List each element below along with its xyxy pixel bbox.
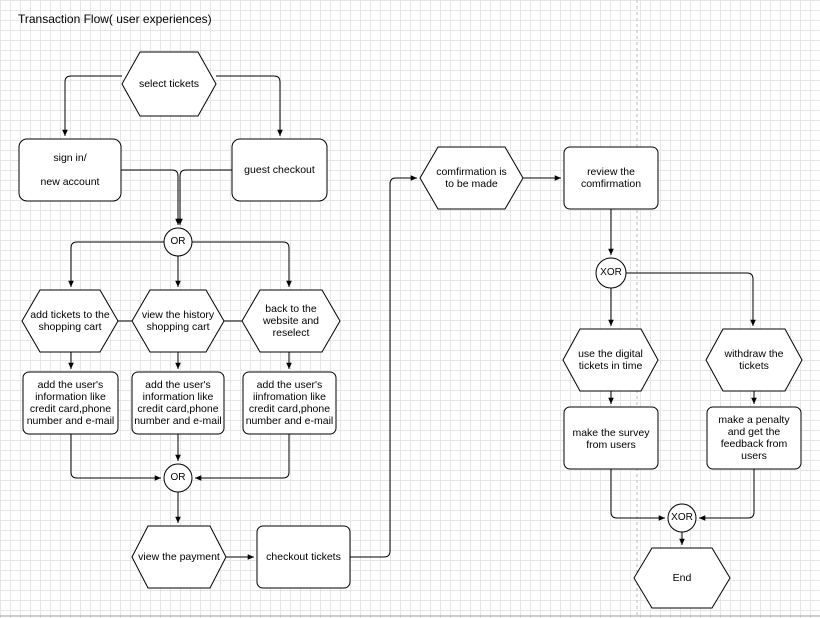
sign-in-node[interactable]: sign in/ new account bbox=[19, 139, 121, 201]
withdraw-label: withdraw the tickets bbox=[724, 347, 784, 372]
arrow-penalty-to-xor2 bbox=[699, 469, 755, 521]
arrow-info1-to-or2 bbox=[70, 434, 161, 481]
user-info-node-3[interactable]: add the user's iinfromation like credit … bbox=[243, 372, 336, 434]
arrow-or-to-back bbox=[192, 241, 292, 287]
end-label: End bbox=[672, 571, 692, 584]
review-node[interactable]: review the comfirmation bbox=[564, 147, 658, 209]
arrow-or-to-add-tickets bbox=[68, 241, 164, 287]
review-label: review the comfirmation bbox=[580, 165, 642, 190]
view-payment-label: view the payment bbox=[138, 550, 220, 563]
use-digital-node[interactable]: use the digital tickets in time bbox=[563, 329, 658, 391]
select-tickets-label: select tickets bbox=[138, 77, 200, 90]
diagram-title: Transaction Flow( user experiences) bbox=[18, 12, 212, 26]
guest-checkout-node[interactable]: guest checkout bbox=[232, 139, 327, 201]
survey-label: make the survey from users bbox=[572, 427, 650, 452]
arrow-xor1-to-withdraw bbox=[626, 272, 756, 326]
arrow-select-to-signin bbox=[62, 75, 122, 136]
xor-2-label: XOR bbox=[671, 512, 693, 524]
arrow-info3-to-or2 bbox=[195, 434, 290, 481]
view-payment-node[interactable]: view the payment bbox=[132, 526, 226, 588]
user-info-node-2[interactable]: add the user's information like credit c… bbox=[132, 372, 224, 434]
add-tickets-label: add tickets to the shopping cart bbox=[30, 308, 110, 333]
arrow-survey-to-xor2 bbox=[610, 469, 665, 521]
arrow-select-to-guest bbox=[216, 75, 283, 136]
select-tickets-shape[interactable] bbox=[121, 51, 217, 117]
or-gateway-1[interactable]: OR bbox=[164, 228, 192, 256]
user-info-node-1[interactable]: add the user's information like credit c… bbox=[23, 372, 118, 434]
arrow-guest-to-or bbox=[177, 169, 232, 225]
penalty-node[interactable]: make a penalty and get the feedback from… bbox=[707, 407, 801, 469]
select-tickets-node[interactable]: select tickets bbox=[130, 52, 208, 116]
survey-node[interactable]: make the survey from users bbox=[564, 407, 658, 469]
or-2-label: OR bbox=[170, 472, 186, 484]
end-node[interactable]: End bbox=[634, 548, 730, 608]
end-shape[interactable] bbox=[633, 547, 731, 609]
guest-checkout-label: guest checkout bbox=[244, 163, 315, 176]
user-info-3-label: add the user's iinfromation like credit … bbox=[245, 378, 334, 428]
user-info-1-label: add the user's information like credit c… bbox=[26, 378, 115, 428]
checkout-tickets-label: checkout tickets bbox=[266, 550, 341, 563]
sign-in-label: sign in/ new account bbox=[40, 151, 100, 189]
arrow-signin-to-or bbox=[121, 169, 181, 225]
or-1-label: OR bbox=[170, 236, 186, 248]
back-to-website-shape[interactable] bbox=[241, 289, 341, 353]
back-to-website-label: back to the website and reselect bbox=[262, 302, 320, 340]
penalty-label: make a penalty and get the feedback from… bbox=[718, 413, 790, 463]
withdraw-node[interactable]: withdraw the tickets bbox=[706, 329, 802, 391]
confirmation-node[interactable]: comfirmation is to be made bbox=[420, 147, 523, 209]
confirmation-label: comfirmation is to be made bbox=[436, 165, 507, 190]
view-history-node[interactable]: view the history shopping cart bbox=[132, 290, 224, 352]
xor-gateway-2[interactable]: XOR bbox=[668, 504, 696, 532]
checkout-tickets-node[interactable]: checkout tickets bbox=[257, 526, 350, 588]
xor-1-label: XOR bbox=[600, 267, 622, 279]
back-to-website-node[interactable]: back to the website and reselect bbox=[242, 290, 340, 352]
use-digital-label: use the digital tickets in time bbox=[578, 347, 643, 372]
or-gateway-2[interactable]: OR bbox=[164, 464, 192, 492]
add-tickets-node[interactable]: add tickets to the shopping cart bbox=[22, 290, 118, 352]
arrow-checkout-to-confirmation bbox=[350, 175, 417, 558]
xor-gateway-1[interactable]: XOR bbox=[596, 258, 626, 288]
view-history-label: view the history shopping cart bbox=[141, 308, 215, 333]
withdraw-shape[interactable] bbox=[705, 328, 803, 392]
user-info-2-label: add the user's information like credit c… bbox=[134, 378, 222, 428]
use-digital-shape[interactable] bbox=[562, 328, 659, 392]
